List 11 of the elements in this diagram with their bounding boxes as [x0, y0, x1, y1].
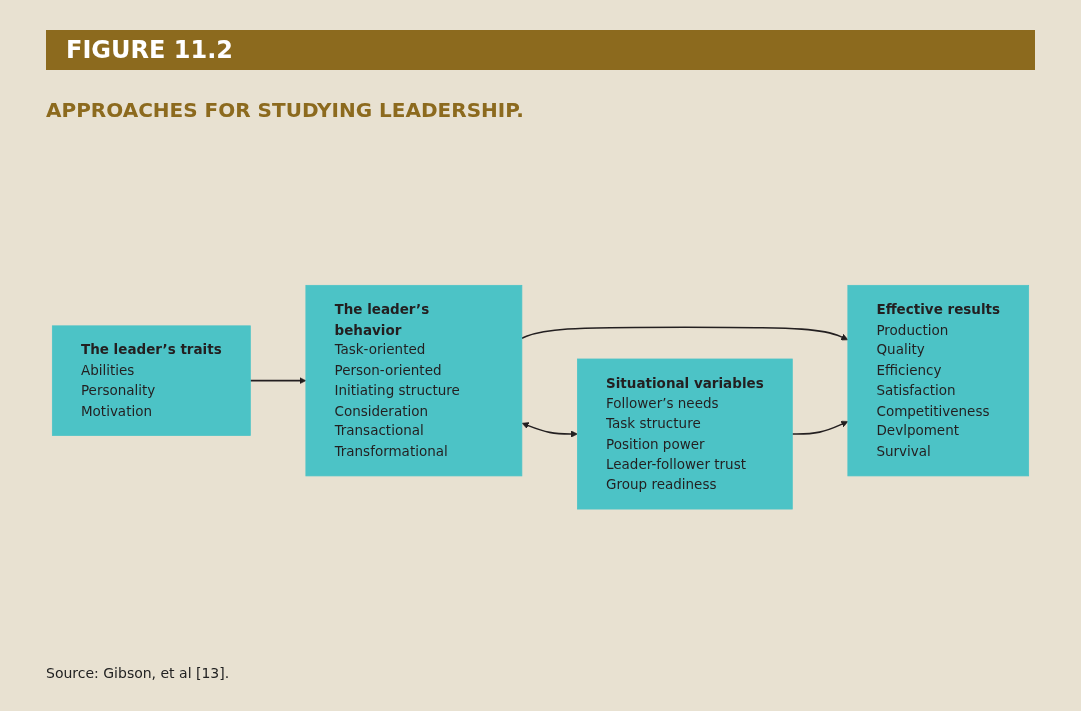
arrow: [521, 422, 578, 438]
arrow: [791, 421, 849, 436]
node-box: The leader’s traits Abilities Personality Motivation: [51, 325, 251, 437]
figure-number-label: FIGURE 11.2: [46, 30, 1035, 70]
source-caption: Source: Gibson, et al [13].: [46, 665, 231, 681]
node-box: The leader’s behavior Task-oriented Person-oriented Initiating structure Consideration Transactional Transformational: [305, 285, 523, 477]
node-box: Situational variables Follower’s needs Task structure Position power Leader-follower trust Group readiness: [577, 358, 793, 510]
diagram-title: APPROACHES FOR STUDYING LEADERSHIP.: [46, 98, 525, 122]
arrow: [521, 326, 849, 341]
node-box: Effective results Production Quality Efficiency Satisfaction Competitiveness Devlpoment Survival: [847, 285, 1030, 477]
arrow: [249, 377, 307, 385]
